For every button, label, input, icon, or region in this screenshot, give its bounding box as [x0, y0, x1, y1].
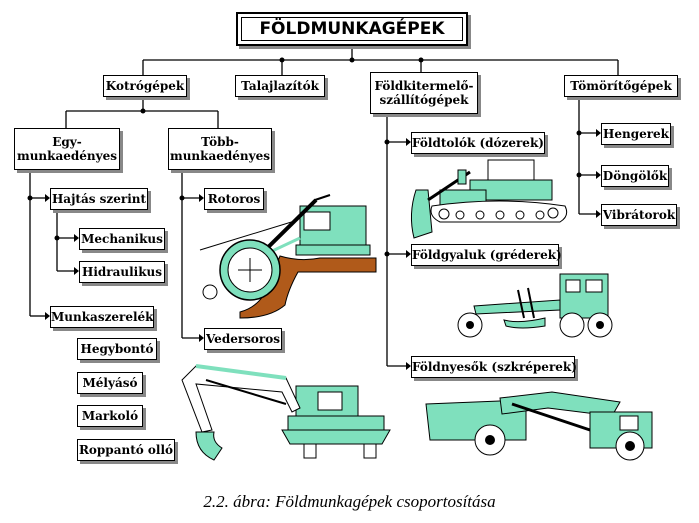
node-dongolok: Döngölők	[601, 165, 669, 187]
node-tobb-munkaedenyes: Több- munkaedényes	[168, 128, 272, 170]
node-mechanikus: Mechanikus	[79, 228, 165, 250]
node-hidraulikus: Hidraulikus	[79, 261, 165, 283]
node-foldtolok: Földtolók (dózerek)	[411, 132, 545, 154]
figure-caption: 2.2. ábra: Földmunkagépek csoportosítása	[203, 492, 496, 511]
node-roppanto-ollo: Roppantó olló	[77, 439, 175, 461]
node-kotrogepek: Kotrógépek	[103, 75, 187, 97]
diagram-title: FÖLDMUNKAGÉPEK	[236, 12, 468, 46]
node-foldkitermelo: Földkitermelő- szállítógépek	[370, 72, 478, 114]
node-hengerek: Hengerek	[601, 123, 671, 145]
title-inner-frame	[241, 17, 463, 41]
bucket-wheel-excavator-illustration	[199, 194, 377, 319]
node-foldnyesok: Földnyesők (szkréperek)	[411, 356, 577, 378]
node-vedersoros: Vedersoros	[204, 328, 282, 350]
excavator-illustration	[181, 364, 391, 461]
node-hegybonto: Hegybontó	[77, 338, 157, 360]
node-vibratorok: Vibrátorok	[601, 204, 677, 226]
node-rotoros: Rotoros	[204, 188, 264, 210]
node-munkaszerelek: Munkaszerelék	[50, 306, 154, 328]
title-text: FÖLDMUNKAGÉPEK	[259, 19, 445, 39]
node-markolo: Markoló	[77, 405, 143, 427]
scraper-illustration	[425, 391, 653, 461]
node-hajtas-szerint: Hajtás szerint	[50, 188, 148, 210]
dozer-illustration	[410, 159, 568, 239]
node-melyaso: Mélyásó	[77, 372, 143, 394]
node-foldgyaluk: Földgyaluk (gréderek)	[411, 244, 562, 266]
node-egy-munkaedenyes: Egy- munkaedényes	[14, 128, 120, 170]
grader-illustration	[457, 273, 613, 338]
node-tomoritogepek: Tömörítőgépek	[564, 75, 678, 97]
node-talajlazitok: Talajlazítók	[235, 75, 325, 97]
